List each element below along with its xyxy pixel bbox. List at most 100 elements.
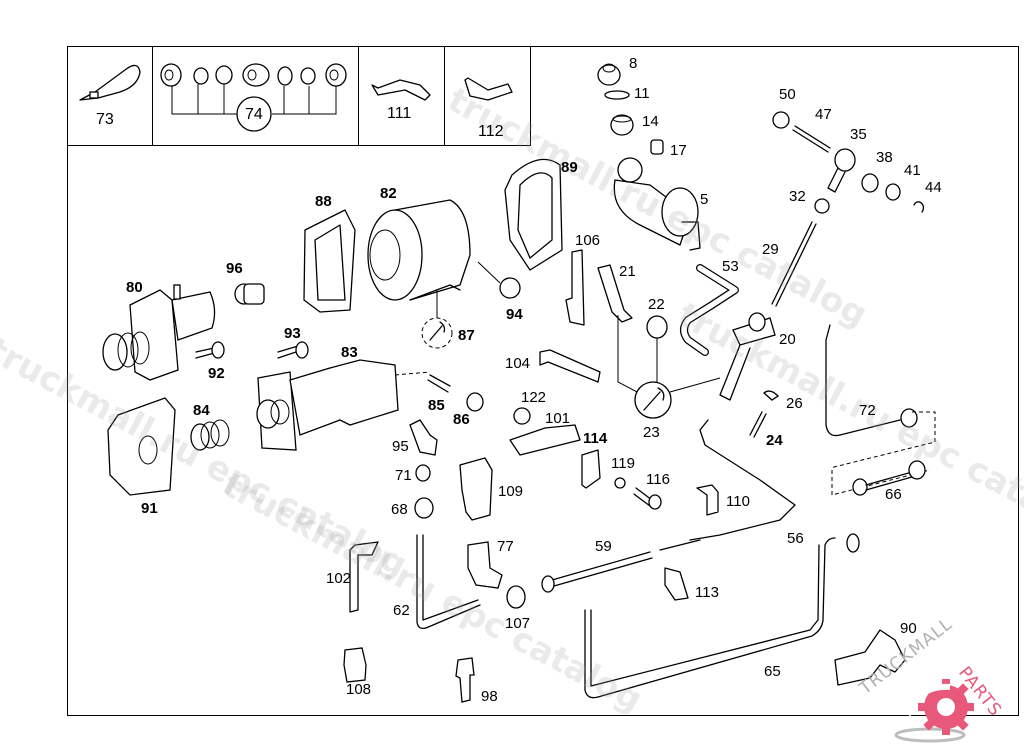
callout-73[interactable]: 73 xyxy=(96,111,114,128)
part-74-fitting-set[interactable] xyxy=(160,63,347,132)
callout-113[interactable]: 113 xyxy=(695,584,719,601)
part-24-bolt[interactable] xyxy=(749,411,767,438)
part-82-cylinder[interactable] xyxy=(367,199,471,301)
callout-22[interactable]: 22 xyxy=(648,296,665,313)
callout-32[interactable]: 32 xyxy=(789,188,806,205)
part-62-pipe[interactable] xyxy=(416,534,481,630)
part-104-bracket[interactable] xyxy=(539,349,601,383)
part-91-plate[interactable] xyxy=(107,397,176,496)
part-85-valve[interactable] xyxy=(427,374,451,393)
part-98-plug[interactable] xyxy=(455,657,475,703)
part-84-boot[interactable] xyxy=(190,419,230,451)
callout-106[interactable]: 106 xyxy=(575,232,601,249)
callout-21[interactable]: 21 xyxy=(619,263,636,280)
part-94-screw[interactable] xyxy=(477,261,521,299)
callout-59[interactable]: 59 xyxy=(595,538,612,555)
part-106-bracket[interactable] xyxy=(565,249,585,326)
callout-65[interactable]: 65 xyxy=(764,663,781,680)
part-66-bolt[interactable] xyxy=(831,460,931,496)
callout-44[interactable]: 44 xyxy=(925,179,942,196)
part-113-clip[interactable] xyxy=(664,567,689,601)
callout-24[interactable]: 24 xyxy=(766,432,783,449)
callout-92[interactable]: 92 xyxy=(208,365,225,382)
callout-20[interactable]: 20 xyxy=(779,331,796,348)
callout-66[interactable]: 66 xyxy=(885,486,902,503)
part-47-bolt[interactable] xyxy=(792,125,831,153)
callout-104[interactable]: 104 xyxy=(505,355,531,372)
callout-102[interactable]: 102 xyxy=(326,570,352,587)
callout-72[interactable]: 72 xyxy=(859,402,876,419)
callout-38[interactable]: 38 xyxy=(876,149,893,166)
part-26-clip[interactable] xyxy=(762,390,780,401)
callout-77[interactable]: 77 xyxy=(497,538,514,555)
callout-122[interactable]: 122 xyxy=(521,389,547,406)
callout-85[interactable]: 85 xyxy=(428,397,445,414)
callout-80[interactable]: 80 xyxy=(126,279,143,296)
part-119-washer[interactable] xyxy=(614,477,626,489)
part-32-nut[interactable] xyxy=(814,198,830,214)
callout-101[interactable]: 101 xyxy=(545,410,571,427)
callout-93[interactable]: 93 xyxy=(284,325,301,342)
part-71-plug[interactable] xyxy=(415,464,431,482)
part-23-tool[interactable] xyxy=(617,315,721,419)
part-41-washer[interactable] xyxy=(885,183,901,201)
part-107-fitting[interactable] xyxy=(506,585,526,609)
part-112-bracket[interactable] xyxy=(464,77,513,101)
callout-89[interactable]: 89 xyxy=(561,159,578,176)
part-102-bracket[interactable] xyxy=(349,541,379,613)
part-88-gasket[interactable] xyxy=(303,209,356,313)
callout-53[interactable]: 53 xyxy=(722,258,739,275)
callout-35[interactable]: 35 xyxy=(850,126,867,143)
callout-50[interactable]: 50 xyxy=(779,86,796,103)
part-114-clamp[interactable] xyxy=(581,449,601,489)
part-14-strainer[interactable] xyxy=(610,114,634,136)
callout-17[interactable]: 17 xyxy=(670,142,687,159)
callout-56[interactable]: 56 xyxy=(787,530,804,547)
part-80-slave-cylinder[interactable] xyxy=(102,284,216,381)
part-96-fitting[interactable] xyxy=(234,283,265,305)
callout-111[interactable]: 111 xyxy=(387,105,412,122)
part-35-joint[interactable] xyxy=(827,148,856,193)
callout-116[interactable]: 116 xyxy=(646,471,670,488)
part-38-bushing[interactable] xyxy=(861,173,879,193)
callout-71[interactable]: 71 xyxy=(395,467,412,484)
callout-94[interactable]: 94 xyxy=(506,306,523,323)
part-44-clip[interactable] xyxy=(913,201,925,213)
part-83-servo[interactable] xyxy=(256,359,431,451)
callout-62[interactable]: 62 xyxy=(393,602,410,619)
part-110-bracket[interactable] xyxy=(696,484,719,516)
part-11-seal[interactable] xyxy=(604,90,630,100)
part-87-tool[interactable] xyxy=(421,290,453,349)
part-109-bracket[interactable] xyxy=(459,457,493,521)
part-56-hose[interactable] xyxy=(689,419,796,541)
callout-74[interactable]: 74 xyxy=(245,106,263,123)
callout-68[interactable]: 68 xyxy=(391,501,408,518)
callout-107[interactable]: 107 xyxy=(505,615,531,632)
callout-96[interactable]: 96 xyxy=(226,260,243,277)
callout-114[interactable]: 114 xyxy=(583,430,608,447)
part-21-pipe[interactable] xyxy=(597,264,633,323)
part-72-hose[interactable] xyxy=(825,324,936,469)
part-111-bracket[interactable] xyxy=(371,79,431,101)
callout-23[interactable]: 23 xyxy=(643,424,660,441)
part-95-elbow[interactable] xyxy=(409,419,438,456)
callout-84[interactable]: 84 xyxy=(193,402,210,419)
part-29-pushrod[interactable] xyxy=(771,221,817,307)
callout-98[interactable]: 98 xyxy=(481,688,498,705)
callout-26[interactable]: 26 xyxy=(786,395,803,412)
part-20-master-cylinder[interactable] xyxy=(719,312,776,401)
callout-29[interactable]: 29 xyxy=(762,241,779,258)
part-22-seal[interactable] xyxy=(646,315,668,339)
part-73-cable-tie[interactable] xyxy=(79,64,141,101)
part-68-nut[interactable] xyxy=(414,497,434,519)
callout-109[interactable]: 109 xyxy=(498,483,524,500)
part-17-plug[interactable] xyxy=(650,139,664,155)
callout-108[interactable]: 108 xyxy=(346,681,372,698)
part-89-shield[interactable] xyxy=(504,158,563,271)
part-59-pipe[interactable] xyxy=(541,539,701,593)
part-77-elbow[interactable] xyxy=(467,541,503,589)
callout-95[interactable]: 95 xyxy=(392,438,409,455)
part-86-cap[interactable] xyxy=(466,392,484,412)
callout-5[interactable]: 5 xyxy=(700,191,709,208)
callout-87[interactable]: 87 xyxy=(458,327,475,344)
